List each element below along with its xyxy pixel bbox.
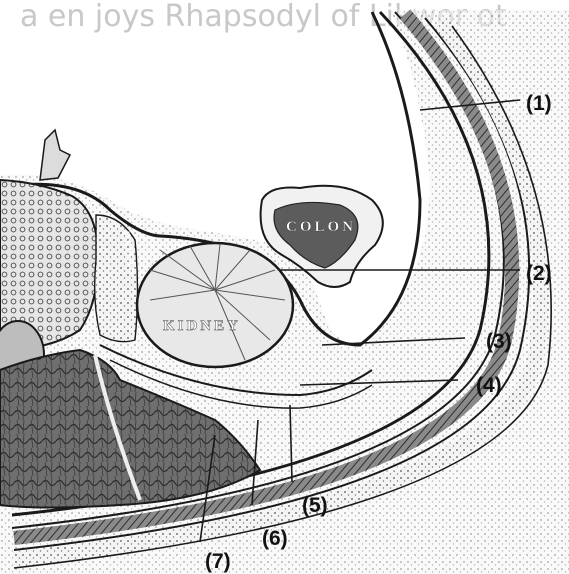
kidney-label: KIDNEY — [163, 318, 241, 334]
callout-3: (3) — [486, 330, 512, 353]
spinal-process — [40, 130, 70, 180]
callout-1: (1) — [526, 92, 552, 115]
kidney — [137, 243, 293, 367]
callout-5: (5) — [302, 494, 328, 517]
callout-2: (2) — [526, 262, 552, 285]
callout-6: (6) — [262, 527, 288, 550]
callout-4: (4) — [476, 374, 502, 397]
callout-7: (7) — [205, 550, 231, 573]
colon-label: COLON — [286, 219, 356, 235]
